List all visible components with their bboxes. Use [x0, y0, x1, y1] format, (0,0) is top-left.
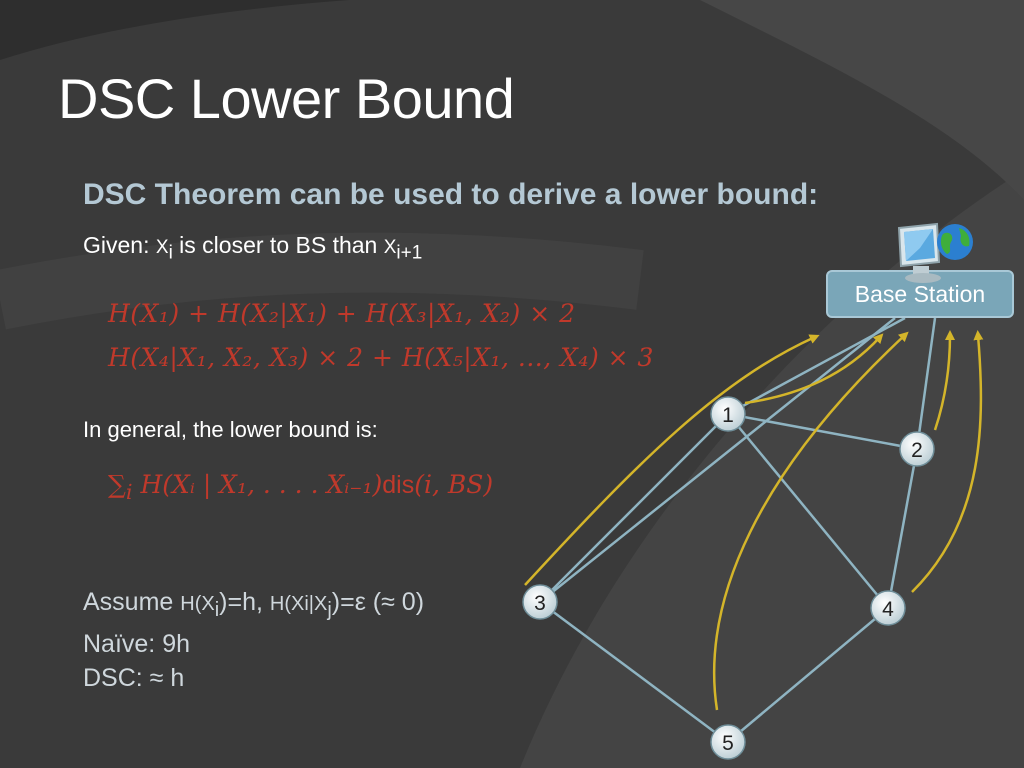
assume-h1: H(X	[180, 593, 215, 615]
node-4-label: 4	[882, 598, 894, 621]
arrow-2-to-bs	[933, 330, 955, 431]
given-statement: Given: Xi is closer to BS than Xi+1	[83, 232, 422, 265]
arrow-3-to-bs	[524, 334, 820, 586]
dsc-line: DSC: ≈ h	[83, 664, 185, 692]
given-prefix: Given:	[83, 232, 156, 258]
naive-line: Naïve: 9h	[83, 630, 191, 658]
edge-2-4	[886, 448, 919, 609]
assume-h2-sub: j	[327, 599, 332, 621]
edge-1-3	[539, 413, 729, 603]
assume-approx: (≈ 0)	[365, 588, 425, 616]
sum-symbol: ∑	[108, 470, 126, 499]
general-text: In general, the lower bound is:	[83, 417, 378, 442]
node-4[interactable]: 4	[870, 590, 906, 626]
general-formula: ∑i H(Xᵢ | X₁, . . . . Xᵢ₋₁)dis(i, BS)	[108, 470, 493, 504]
assume-h1-sub: i	[214, 599, 220, 621]
arrow-5-to-bs	[713, 331, 909, 711]
transmission-arrows	[524, 330, 984, 711]
given-x1: X	[155, 237, 169, 258]
node-1-label: 1	[722, 404, 734, 427]
sum-sub: i	[125, 480, 133, 504]
slide-title: DSC Lower Bound	[58, 67, 515, 130]
assume-line: Assume H(Xi)=h, H(Xi|Xj)=ε (≈ 0)	[83, 585, 424, 627]
given-middle: is closer to BS than	[172, 232, 384, 258]
given-x2-sub: i+1	[396, 242, 423, 264]
general-formula-args: (i, BS)	[414, 470, 494, 499]
edge-3-5	[539, 600, 729, 744]
node-2[interactable]: 2	[899, 431, 935, 467]
formula-line-2: H(X₄|X₁, X₂, X₃) × 2 + H(X₅|X₁, ..., X₄)…	[108, 343, 654, 372]
general-formula-body: H(Xᵢ | X₁, . . . . Xᵢ₋₁)	[140, 470, 383, 499]
assume-h2-end: )=ε	[331, 588, 366, 616]
edge-2-bs	[915, 317, 937, 450]
assume-h1-end: )=h,	[219, 588, 270, 616]
node-1[interactable]: 1	[710, 396, 746, 432]
node-5[interactable]: 5	[710, 724, 746, 760]
arrow-1-to-bs	[744, 333, 884, 405]
slide-subtitle: DSC Theorem can be used to derive a lowe…	[83, 178, 819, 211]
general-formula-dis: dis	[382, 471, 415, 499]
given-x1-sub: i	[168, 242, 173, 264]
given-x2: X	[383, 237, 397, 258]
node-5-label: 5	[722, 732, 734, 755]
assume-h2: H(Xi|X	[269, 593, 328, 615]
edge-4-5	[727, 607, 889, 743]
computer-globe-icon	[897, 222, 973, 283]
formula-line-1: H(X₁) + H(X₂|X₁) + H(X₃|X₁, X₂) × 2	[108, 299, 576, 328]
assume-label: Assume	[83, 588, 181, 616]
node-3[interactable]: 3	[522, 584, 558, 620]
edge-1-2	[727, 412, 918, 451]
assumptions: Assume H(Xi)=h, H(Xi|Xj)=ε (≈ 0) Naïve: …	[83, 585, 424, 695]
node-3-label: 3	[534, 592, 546, 615]
network-nodes: 1 2 3 4 5	[522, 396, 935, 760]
edge-1-4	[727, 413, 889, 609]
node-2-label: 2	[911, 439, 923, 462]
edge-3-bs	[539, 317, 896, 603]
arrow-4-to-bs	[911, 330, 984, 593]
